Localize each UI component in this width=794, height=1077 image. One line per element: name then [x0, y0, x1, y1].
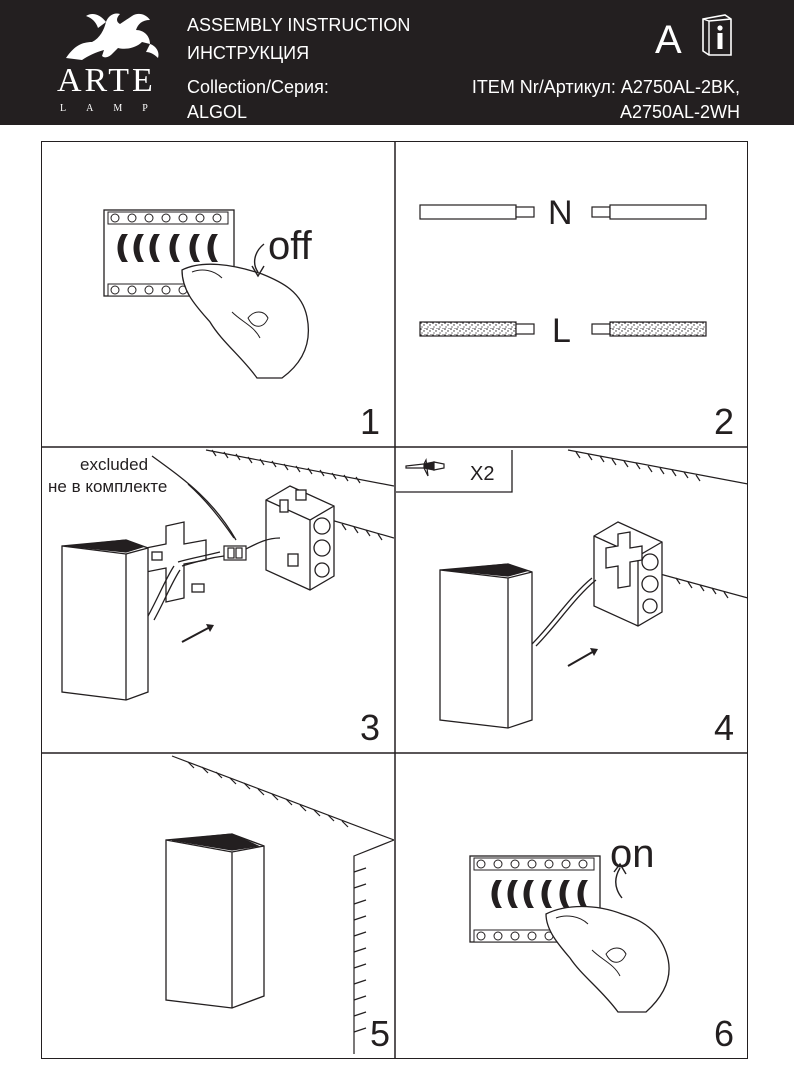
- title-en: ASSEMBLY INSTRUCTION: [187, 15, 411, 35]
- step-1-panel: off 1: [42, 142, 394, 446]
- installed-lamp-illustration: [165, 755, 394, 1054]
- breaker-off-illustration: [103, 209, 310, 379]
- step-6-panel: on 6: [396, 754, 748, 1058]
- step-4-number: 4: [714, 707, 735, 748]
- step-1-number: 1: [360, 401, 381, 442]
- step-4-panel: X2 4: [396, 448, 748, 752]
- grid-lines: [42, 142, 747, 1058]
- document-letter: A: [655, 18, 682, 62]
- excluded-note-ru: не в комплекте: [48, 477, 168, 496]
- collection-label: Collection/Серия:: [187, 77, 329, 97]
- breaker-on-illustration: [469, 855, 670, 1013]
- brand-subtitle: LAMP: [60, 103, 168, 114]
- mounting-illustration: [396, 449, 748, 729]
- item-number-2: A2750AL-2WH: [619, 102, 740, 122]
- step-3-panel: excluded не в комплекте 3: [42, 448, 394, 752]
- on-label: on: [610, 832, 655, 876]
- neutral-wire-label: N: [548, 194, 573, 232]
- off-label: off: [268, 224, 312, 268]
- step-5-number: 5: [370, 1013, 391, 1054]
- excluded-note-en: excluded: [80, 455, 149, 474]
- collection-value: ALGOL: [187, 102, 248, 122]
- instruction-grid: [41, 141, 748, 1059]
- step-3-number: 3: [360, 707, 381, 748]
- brand-name: ARTE: [57, 62, 156, 99]
- wire-polarity-illustration: [419, 204, 707, 337]
- wiring-connection-illustration: [61, 449, 394, 701]
- title-ru: ИНСТРУКЦИЯ: [187, 43, 310, 63]
- item-number: ITEM Nr/Артикул: A2750AL-2BK,: [471, 77, 740, 97]
- step-2-number: 2: [714, 401, 735, 442]
- step-5-panel: 5: [42, 754, 394, 1058]
- griffin-logo-icon: [66, 13, 159, 61]
- manual-book-icon: [702, 14, 732, 56]
- header-bar: ARTE LAMP ASSEMBLY INSTRUCTION ИНСТРУКЦИ…: [0, 0, 794, 125]
- step-6-number: 6: [714, 1013, 735, 1054]
- step-2-panel: N L 2: [396, 142, 748, 446]
- live-wire-label: L: [552, 312, 571, 350]
- screw-count-label: X2: [470, 463, 495, 485]
